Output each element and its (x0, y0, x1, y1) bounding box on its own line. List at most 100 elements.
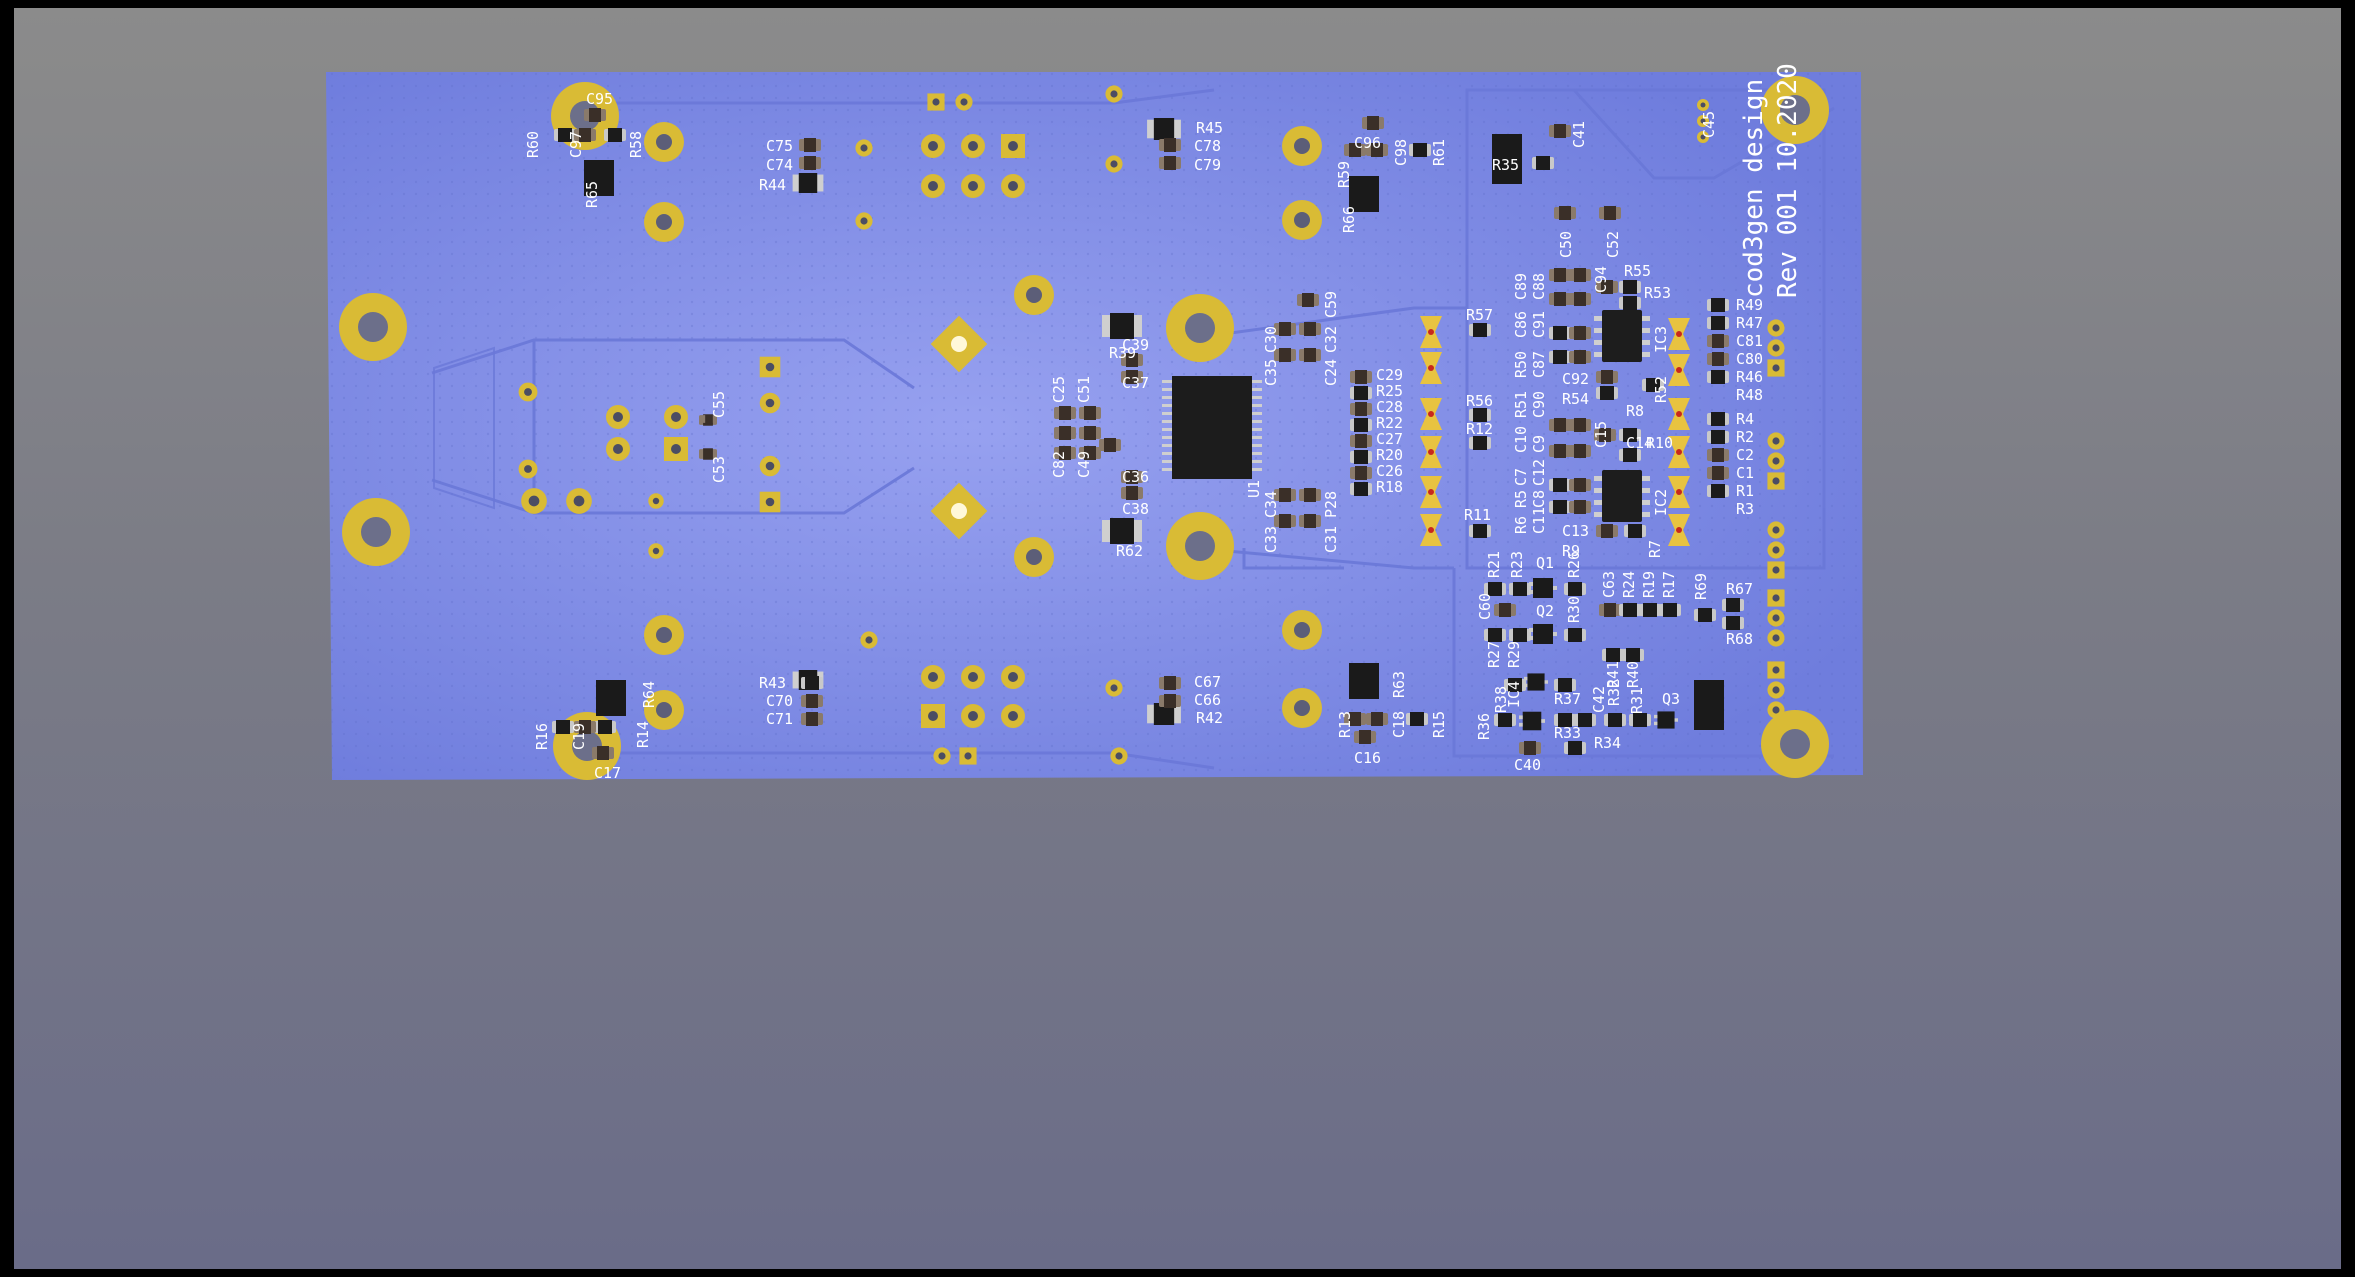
ref-label: C32 (1322, 326, 1340, 353)
ref-label: C27 (1376, 430, 1403, 448)
ref-label: R4 (1736, 410, 1754, 428)
standoff-hole (1014, 537, 1054, 577)
standoff-hole (644, 615, 684, 655)
ref-label: IC4 (1505, 681, 1523, 708)
ref-label: R27 (1485, 641, 1503, 668)
ref-label: R5 (1512, 490, 1530, 508)
ref-label: R59 (1335, 161, 1353, 188)
ref-label: C15 (1592, 421, 1610, 448)
ref-label: R33 (1554, 724, 1581, 742)
copper-traces (431, 88, 1835, 770)
ref-label: C8 (1530, 490, 1548, 508)
ref-label: C18 (1390, 711, 1408, 738)
ref-label: R66 (1340, 206, 1358, 233)
ref-label: R6 (1512, 516, 1530, 534)
mounting-hole (342, 498, 410, 566)
ref-label: Q2 (1536, 602, 1554, 620)
ref-label: R47 (1736, 314, 1763, 332)
ref-label: C28 (1376, 398, 1403, 416)
ref-label: R16 (533, 723, 551, 750)
ref-label: R11 (1464, 506, 1491, 524)
ref-label: C29 (1376, 366, 1403, 384)
silkscreen-regions (433, 346, 495, 510)
ref-label: R7 (1646, 540, 1664, 558)
standoff-hole (1282, 688, 1322, 728)
mounting-hole (1761, 710, 1829, 778)
ref-label: R58 (627, 131, 645, 158)
ref-label: R31 (1628, 687, 1646, 714)
ref-label: R60 (524, 131, 542, 158)
ref-label: C25 (1050, 376, 1068, 403)
ref-label: R20 (1376, 446, 1403, 464)
ref-label: R8 (1626, 402, 1644, 420)
ref-label: R48 (1736, 386, 1763, 404)
ref-label: R9 (1562, 542, 1580, 560)
ref-label: R12 (1466, 420, 1493, 438)
standoff-hole (1282, 610, 1322, 650)
ref-label: C24 (1322, 359, 1340, 386)
u1-tssop-ic (1162, 376, 1262, 479)
pcb-board-render[interactable]: cod3gen design Rev 001 10.2020 C95 R60 C… (14, 8, 2341, 1269)
ref-label: C35 (1262, 359, 1280, 386)
ref-label: C67 (1194, 673, 1221, 691)
ref-label: R34 (1594, 734, 1621, 752)
ref-label: C66 (1194, 691, 1221, 709)
standoff-hole (644, 202, 684, 242)
ref-label: R18 (1376, 478, 1403, 496)
ref-label: C51 (1075, 376, 1093, 403)
mounting-hole (1166, 512, 1234, 580)
ref-label: C2 (1736, 446, 1754, 464)
ref-label: C7 (1512, 468, 1530, 486)
ref-label: R61 (1430, 139, 1448, 166)
ref-label: C78 (1194, 137, 1221, 155)
ref-label: C52 (1604, 231, 1622, 258)
ref-label: R50 (1512, 351, 1530, 378)
ref-label: C79 (1194, 156, 1221, 174)
ref-label: R19 (1640, 571, 1658, 598)
ref-label: R64 (640, 681, 658, 708)
ref-label: C50 (1557, 231, 1575, 258)
ref-label: C11 (1530, 507, 1548, 534)
standoff-hole (1282, 126, 1322, 166)
ref-label: R57 (1466, 306, 1493, 324)
ref-label: C59 (1322, 291, 1340, 318)
ref-label: R63 (1390, 671, 1408, 698)
ref-label: C86 (1512, 311, 1530, 338)
svg-text:Rev 001 10.2020: Rev 001 10.2020 (1773, 63, 1803, 298)
ref-label: R25 (1376, 382, 1403, 400)
silkscreen-brand: cod3gen design Rev 001 10.2020 (1739, 63, 1803, 298)
standoff-hole (1014, 275, 1054, 315)
ref-label: R45 (1196, 119, 1223, 137)
ref-label: R51 (1512, 391, 1530, 418)
ref-label: C36 (1122, 468, 1149, 486)
ref-label: C74 (766, 156, 793, 174)
ref-label: Q1 (1536, 554, 1554, 572)
ref-label: R68 (1726, 630, 1753, 648)
ref-label: C92 (1562, 370, 1589, 388)
ref-label: P28 (1322, 491, 1340, 518)
ref-label: R15 (1430, 711, 1448, 738)
ref-label: C49 (1075, 451, 1093, 478)
ref-label: IC2 (1652, 489, 1670, 516)
mounting-hole (1166, 294, 1234, 362)
ref-label: C45 (1700, 111, 1718, 138)
ref-label: R53 (1644, 284, 1671, 302)
ic3-soic (1594, 310, 1650, 362)
ref-label: R22 (1376, 414, 1403, 432)
3d-viewer-canvas[interactable]: cod3gen design Rev 001 10.2020 C95 R60 C… (14, 8, 2341, 1269)
svg-text:cod3gen design: cod3gen design (1739, 79, 1769, 298)
ref-label: C80 (1736, 350, 1763, 368)
ref-label: R35 (1492, 156, 1519, 174)
ref-label: R55 (1624, 262, 1651, 280)
ref-label: C37 (1122, 374, 1149, 392)
silkscreen-designators: C95 R60 C97 R58 R65 C75 C74 R44 R45 C78 … (524, 90, 1763, 782)
ref-label: R62 (1116, 542, 1143, 560)
ref-label: R3 (1736, 500, 1754, 518)
ref-label: C96 (1354, 134, 1381, 152)
ref-label: C10 (1512, 426, 1530, 453)
ref-label: R69 (1692, 573, 1710, 600)
ref-label: R1 (1736, 482, 1754, 500)
ref-label: C60 (1476, 593, 1494, 620)
ref-label: R26 (1565, 551, 1583, 578)
ref-label: C70 (766, 692, 793, 710)
